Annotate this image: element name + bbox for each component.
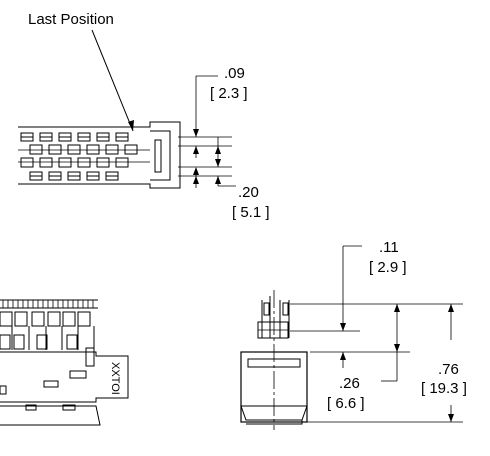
side-view-pins	[0, 299, 98, 350]
end-view: .11 [ 2.9 ] .26 [ 6.6 ] .76 [ 19.3 ]	[240, 239, 467, 430]
part-marking: XXTOI	[109, 362, 121, 395]
row-dim-mm: [ 5.1 ]	[232, 204, 270, 221]
last-position-leader	[91, 29, 134, 132]
dim-76-inch: .76	[438, 361, 459, 378]
row-spacing-dimension	[178, 137, 236, 188]
side-view-window-1	[43, 380, 59, 388]
side-view-lower-body	[0, 405, 101, 426]
contact-row-1	[20, 132, 129, 142]
pitch-dimension	[178, 75, 232, 158]
end-view-pins	[257, 296, 290, 339]
dim-26-inch: .26	[339, 375, 360, 392]
side-view-window-3	[25, 404, 37, 411]
dim-11-inch: .11	[379, 239, 399, 256]
side-view: XXTOI	[0, 299, 129, 426]
top-view-body	[18, 121, 181, 189]
top-view-key	[154, 139, 162, 173]
side-view-window-4	[62, 404, 76, 411]
side-view-window-5	[0, 385, 7, 395]
top-view-latch	[150, 130, 171, 181]
row-dim-inch: .20	[238, 184, 259, 201]
contact-row-3	[20, 157, 129, 168]
contact-row-4	[29, 171, 119, 181]
side-view-window-2	[69, 370, 87, 379]
dim-11	[290, 245, 362, 368]
dim-26	[290, 303, 410, 382]
dim-26-mm: [ 6.6 ]	[327, 395, 365, 412]
pitch-dim-mm: [ 2.3 ]	[210, 85, 248, 102]
side-view-latch-tab	[85, 347, 95, 367]
top-view: Last Position	[18, 11, 270, 221]
contact-row-2	[29, 144, 138, 155]
dim-11-mm: [ 2.9 ]	[369, 259, 407, 276]
last-position-label: Last Position	[28, 11, 114, 28]
pitch-dim-inch: .09	[224, 65, 245, 82]
side-view-body	[0, 351, 129, 403]
leader-arrowhead	[128, 120, 134, 131]
dim-76	[307, 303, 463, 423]
dim-76-mm: [ 19.3 ]	[421, 380, 467, 397]
